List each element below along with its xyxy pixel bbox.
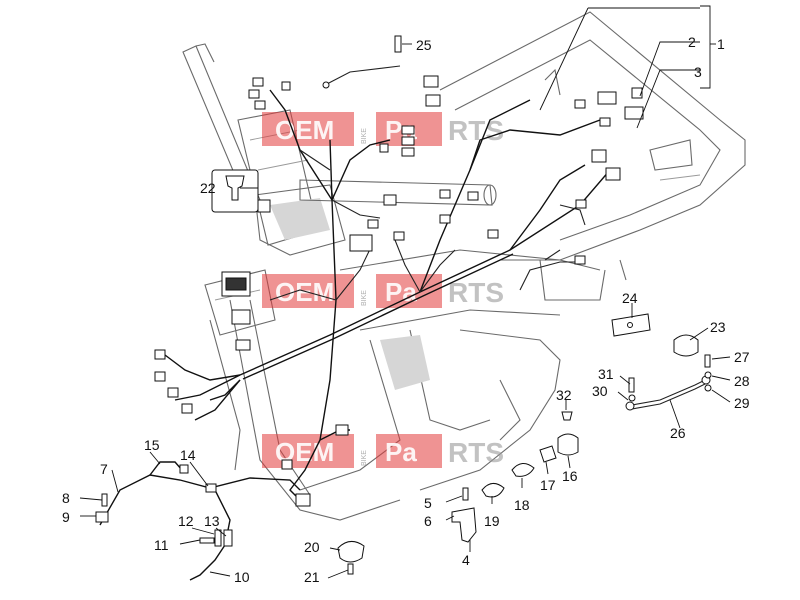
callout-17: 17 (540, 477, 556, 493)
callout-4: 4 (462, 552, 470, 568)
callout-23: 23 (710, 319, 726, 335)
callout-9: 9 (62, 509, 70, 525)
watermark-lower-vertical: BIKE (361, 450, 368, 466)
callout-19: 19 (484, 513, 500, 529)
watermark-upper: OEM BIKE Pa RTS (262, 112, 504, 146)
callout-26: 26 (670, 425, 686, 441)
leader-lines (79, 5, 731, 579)
callout-6: 6 (424, 513, 432, 529)
part-31-bolt (628, 377, 635, 393)
callout-30: 30 (592, 383, 608, 399)
part-12-nut (214, 529, 222, 547)
part-28-washer (704, 371, 712, 379)
part-16-clamp (557, 433, 579, 456)
callout-2: 2 (688, 34, 696, 50)
callout-10: 10 (234, 569, 250, 585)
callout-22: 22 (200, 180, 216, 196)
harness-connectors (154, 75, 644, 507)
callout-32: 32 (556, 387, 572, 403)
part-32-grommet (561, 411, 573, 421)
callout-7: 7 (100, 461, 108, 477)
scooter-frame (182, 11, 746, 521)
watermark-upper-vertical: BIKE (361, 128, 368, 144)
part-8-screw (101, 493, 108, 507)
callout-21: 21 (304, 569, 320, 585)
part-30-washer (628, 394, 636, 402)
part-11-screw (199, 537, 215, 544)
watermark-middle-left: OEM (275, 277, 334, 307)
watermark-lower: OEM BIKE Pa RTS (262, 434, 504, 468)
callout-16: 16 (562, 468, 578, 484)
callout-12: 12 (178, 513, 194, 529)
part-24-plate (611, 313, 651, 337)
callout-24: 24 (622, 290, 638, 306)
callout-8: 8 (62, 490, 70, 506)
callout-5: 5 (424, 495, 432, 511)
watermark-upper-left: OEM (275, 115, 334, 145)
callout-27: 27 (734, 349, 750, 365)
callout-31: 31 (598, 366, 614, 382)
part-9-clip (95, 511, 109, 523)
callout-25: 25 (416, 37, 432, 53)
callout-1: 1 (717, 36, 725, 52)
part-19-tie (481, 483, 505, 498)
callout-3: 3 (694, 64, 702, 80)
callout-11: 11 (154, 537, 169, 553)
main-harness (99, 89, 611, 581)
part-27-screw (704, 354, 711, 368)
part-26-cable (625, 375, 711, 411)
callout-labels: 1 4 5 6 7 8 9 10 11 12 13 14 15 16 17 18… (62, 34, 750, 585)
callout-14: 14 (180, 447, 196, 463)
callout-15: 15 (144, 437, 160, 453)
part-6-bracket (451, 507, 477, 543)
callout-28: 28 (734, 373, 750, 389)
part-18-tie (511, 463, 535, 477)
callout-18: 18 (514, 497, 530, 513)
part-5-screw (462, 487, 469, 501)
callout-29: 29 (734, 395, 750, 411)
watermark-middle-red: Pa (385, 277, 417, 307)
part-25-cable (322, 35, 402, 89)
watermark-lower-gray: RTS (448, 437, 504, 468)
watermark-middle-vertical: BIKE (361, 290, 368, 306)
watermark-upper-gray: RTS (448, 115, 504, 146)
part-22-fastener (211, 169, 259, 213)
callout-13: 13 (204, 513, 220, 529)
watermark-lower-red: Pa (385, 437, 417, 467)
watermark-middle: OEM BIKE Pa RTS (262, 274, 504, 308)
part-21-screw (347, 563, 354, 575)
watermark-middle-gray: RTS (448, 277, 504, 308)
part-17-clip (539, 445, 557, 463)
part-20-clamp (337, 541, 365, 563)
part-29-nut (704, 384, 712, 392)
callout-20: 20 (304, 539, 320, 555)
part-23-clip (673, 334, 699, 357)
part-13-connector (223, 529, 233, 547)
individual-parts (95, 35, 712, 575)
